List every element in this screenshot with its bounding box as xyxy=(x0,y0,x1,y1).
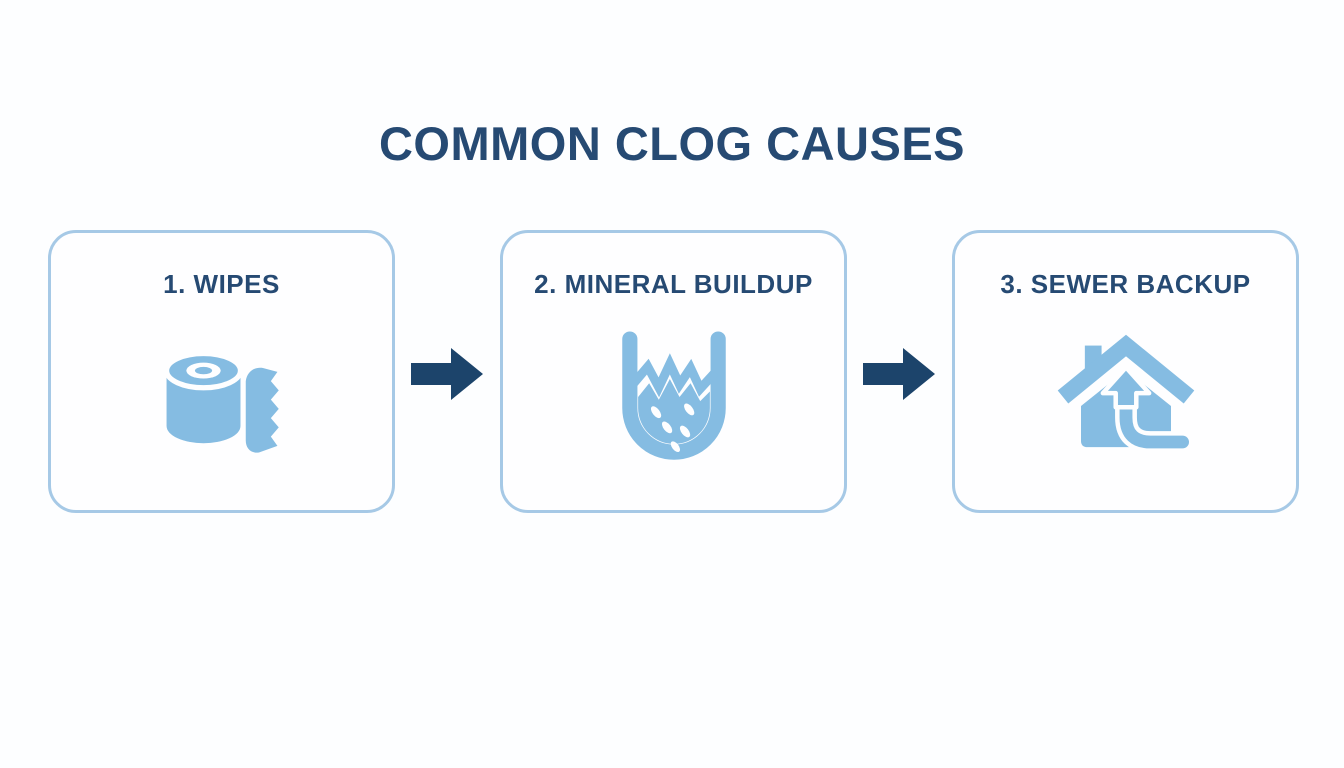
right-arrow-icon xyxy=(861,345,937,403)
mineral-buildup-beaker-icon xyxy=(599,328,749,466)
house-sewer-backup-icon xyxy=(1051,328,1201,466)
step-box-mineral-buildup: 2. MINERAL BUILDUP xyxy=(500,230,847,513)
toilet-paper-roll-icon xyxy=(147,328,297,466)
step-box-wipes: 1. WIPES xyxy=(48,230,395,513)
step-label-wipes: 1. WIPES xyxy=(163,269,280,299)
step-label-sewer-backup: 3. SEWER BACKUP xyxy=(1000,269,1251,299)
step-box-sewer-backup: 3. SEWER BACKUP xyxy=(952,230,1299,513)
page-title: COMMON CLOG CAUSES xyxy=(378,117,966,170)
right-arrow-icon xyxy=(409,345,485,403)
step-label-mineral-buildup: 2. MINERAL BUILDUP xyxy=(534,269,813,299)
